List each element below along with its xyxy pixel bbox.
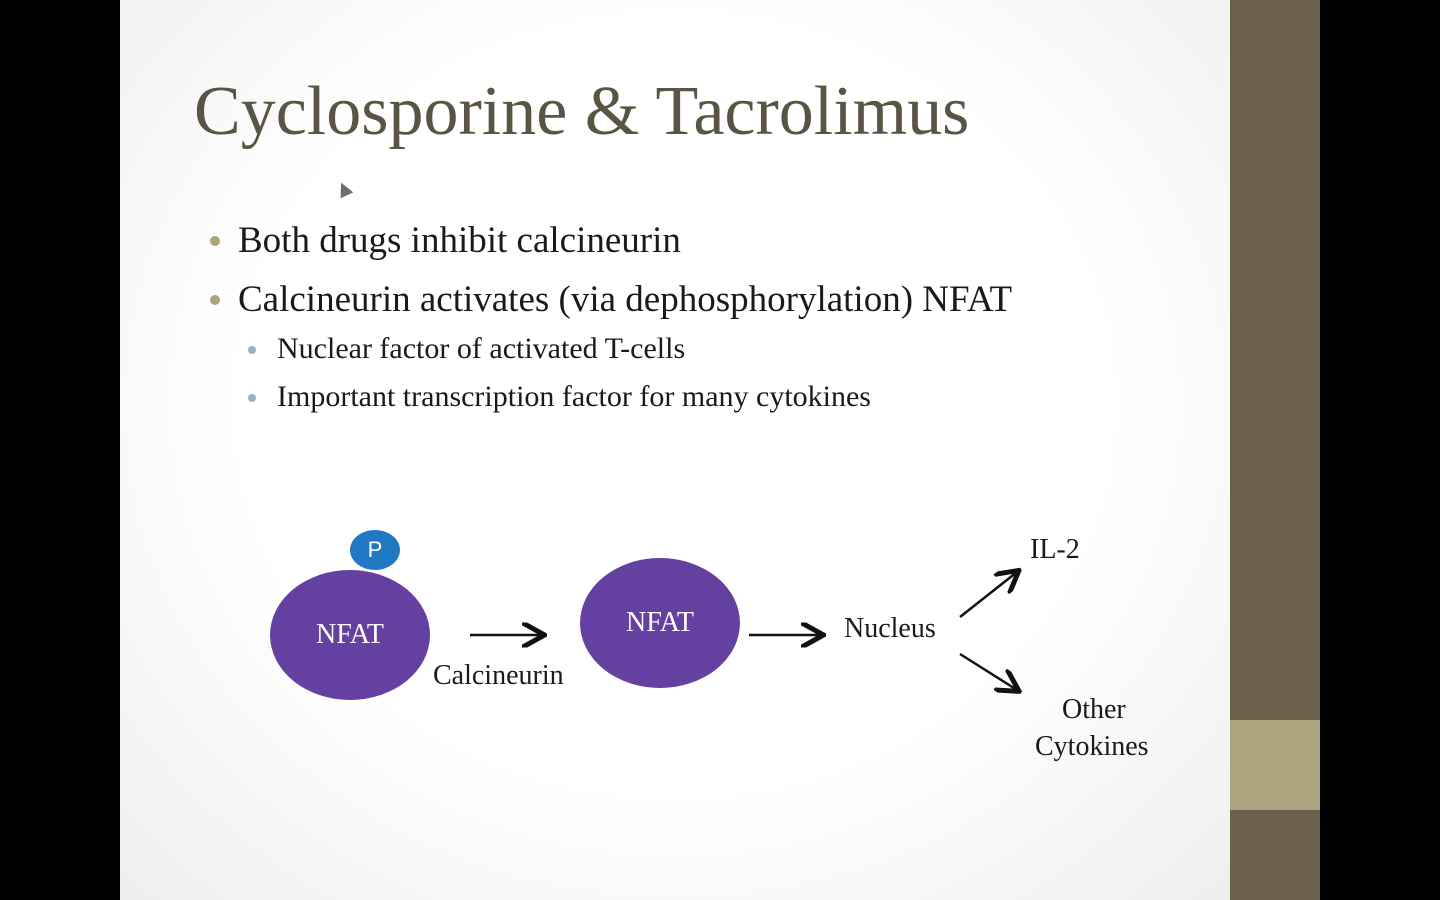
- cytokines-label: Cytokines: [1035, 731, 1149, 762]
- other-label: Other: [1062, 694, 1126, 725]
- sub-bullet-dot: [248, 346, 256, 354]
- sub-bullet-dot: [248, 394, 256, 402]
- slide-theme-bar: [1230, 0, 1320, 900]
- slide: Cyclosporine & Tacrolimus Both drugs inh…: [120, 0, 1230, 900]
- theme-accent-block: [1230, 720, 1320, 810]
- il2-label: IL-2: [1030, 534, 1080, 565]
- bullet-dot: [210, 236, 220, 246]
- diagram-arrows: [470, 0, 1230, 900]
- arrow-icon: [959, 652, 1017, 690]
- bullet-dot: [210, 295, 220, 305]
- nucleus-label: Nucleus: [844, 613, 936, 644]
- calcineurin-label: Calcineurin: [433, 660, 564, 691]
- phosphate-group: P: [350, 530, 400, 570]
- nfat-active: NFAT: [580, 558, 740, 688]
- slide-title: Cyclosporine & Tacrolimus: [194, 73, 970, 150]
- nfat-phosphorylated: NFAT: [270, 570, 430, 700]
- bullet-2: Calcineurin activates (via dephosphoryla…: [238, 279, 1013, 320]
- sub-bullet-2: Important transcription factor for many …: [277, 380, 871, 413]
- arrow-icon: [959, 572, 1017, 618]
- bullet-1: Both drugs inhibit calcineurin: [238, 220, 681, 261]
- sub-bullet-1: Nuclear factor of activated T-cells: [277, 332, 686, 365]
